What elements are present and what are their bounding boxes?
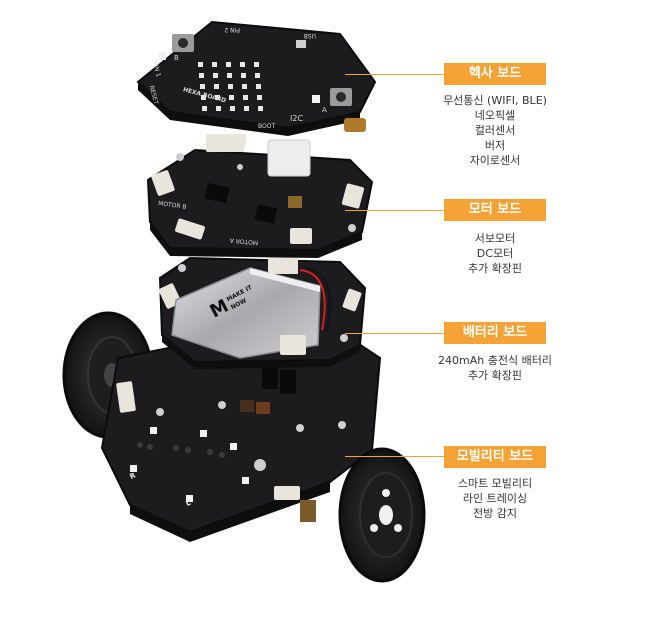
- svg-text:4: 4: [243, 477, 248, 485]
- svg-text:PIN 2: PIN 2: [224, 26, 240, 33]
- svg-text:PIN 1: PIN 1: [151, 61, 162, 78]
- battery-board: M MAKE IT NOW: [158, 256, 367, 369]
- svg-text:BOOT: BOOT: [258, 123, 275, 130]
- svg-text:RESET: RESET: [148, 85, 160, 106]
- hexa-feature: 무선통신 (WIFI, BLE): [443, 94, 547, 107]
- mobility-feature: 스마트 모빌리티: [457, 477, 533, 490]
- motor-feature: 추가 확장핀: [467, 262, 523, 275]
- right-wheel: [338, 447, 426, 583]
- svg-text:MOTOR A: MOTOR A: [229, 236, 259, 246]
- battery-feature: 추가 확장핀: [467, 369, 523, 382]
- svg-text:3: 3: [231, 443, 236, 451]
- hexa-board-label: 헥사 보드: [444, 63, 546, 85]
- svg-text:1: 1: [151, 427, 156, 435]
- motor-board-features: 서보모터 DC모터 추가 확장핀: [435, 231, 555, 276]
- callout-line-motor: [345, 210, 445, 211]
- battery-feature: 240mAh 충전식 배터리: [438, 354, 552, 367]
- hexa-board: PIN 2 USB PIN 1 HEXA BOARD RESET BOOT I2…: [136, 20, 377, 146]
- svg-text:L: L: [185, 499, 193, 508]
- mobility-feature: 라인 트레이싱: [462, 492, 528, 505]
- mobility-feature: 전방 감지: [473, 507, 517, 520]
- svg-text:A: A: [322, 106, 327, 114]
- hexa-feature: 버저: [484, 139, 506, 152]
- svg-text:2: 2: [201, 430, 206, 438]
- svg-text:B: B: [174, 54, 179, 62]
- svg-text:USB: USB: [304, 32, 316, 39]
- hexa-board-features: 무선통신 (WIFI, BLE) 네오픽셀 컬러센서 버저 자이로센서: [435, 93, 555, 168]
- hexa-feature: 자이로센서: [469, 154, 521, 167]
- callout-line-battery: [345, 333, 445, 334]
- motor-feature: 서보모터: [474, 232, 516, 245]
- svg-text:R: R: [129, 471, 138, 481]
- svg-text:MOTOR B: MOTOR B: [158, 200, 187, 211]
- battery-board-features: 240mAh 충전식 배터리 추가 확장핀: [435, 353, 555, 383]
- hexa-feature: 네오픽셀: [474, 109, 516, 122]
- callout-line-mobility: [345, 456, 445, 457]
- mobility-board-label: 모빌리티 보드: [444, 446, 546, 468]
- callout-line-hexa: [345, 74, 445, 75]
- battery-board-label: 배터리 보드: [444, 322, 546, 344]
- svg-text:I2C: I2C: [290, 114, 303, 123]
- led-matrix: [198, 62, 263, 111]
- mobility-board-features: 스마트 모빌리티 라인 트레이싱 전방 감지: [435, 476, 555, 521]
- motor-feature: DC모터: [476, 247, 514, 260]
- mobility-board: [62, 311, 426, 583]
- motor-board-label: 모터 보드: [444, 199, 546, 221]
- motor-board: MOTOR B MOTOR A: [146, 139, 374, 258]
- hexa-feature: 컬러센서: [474, 124, 516, 137]
